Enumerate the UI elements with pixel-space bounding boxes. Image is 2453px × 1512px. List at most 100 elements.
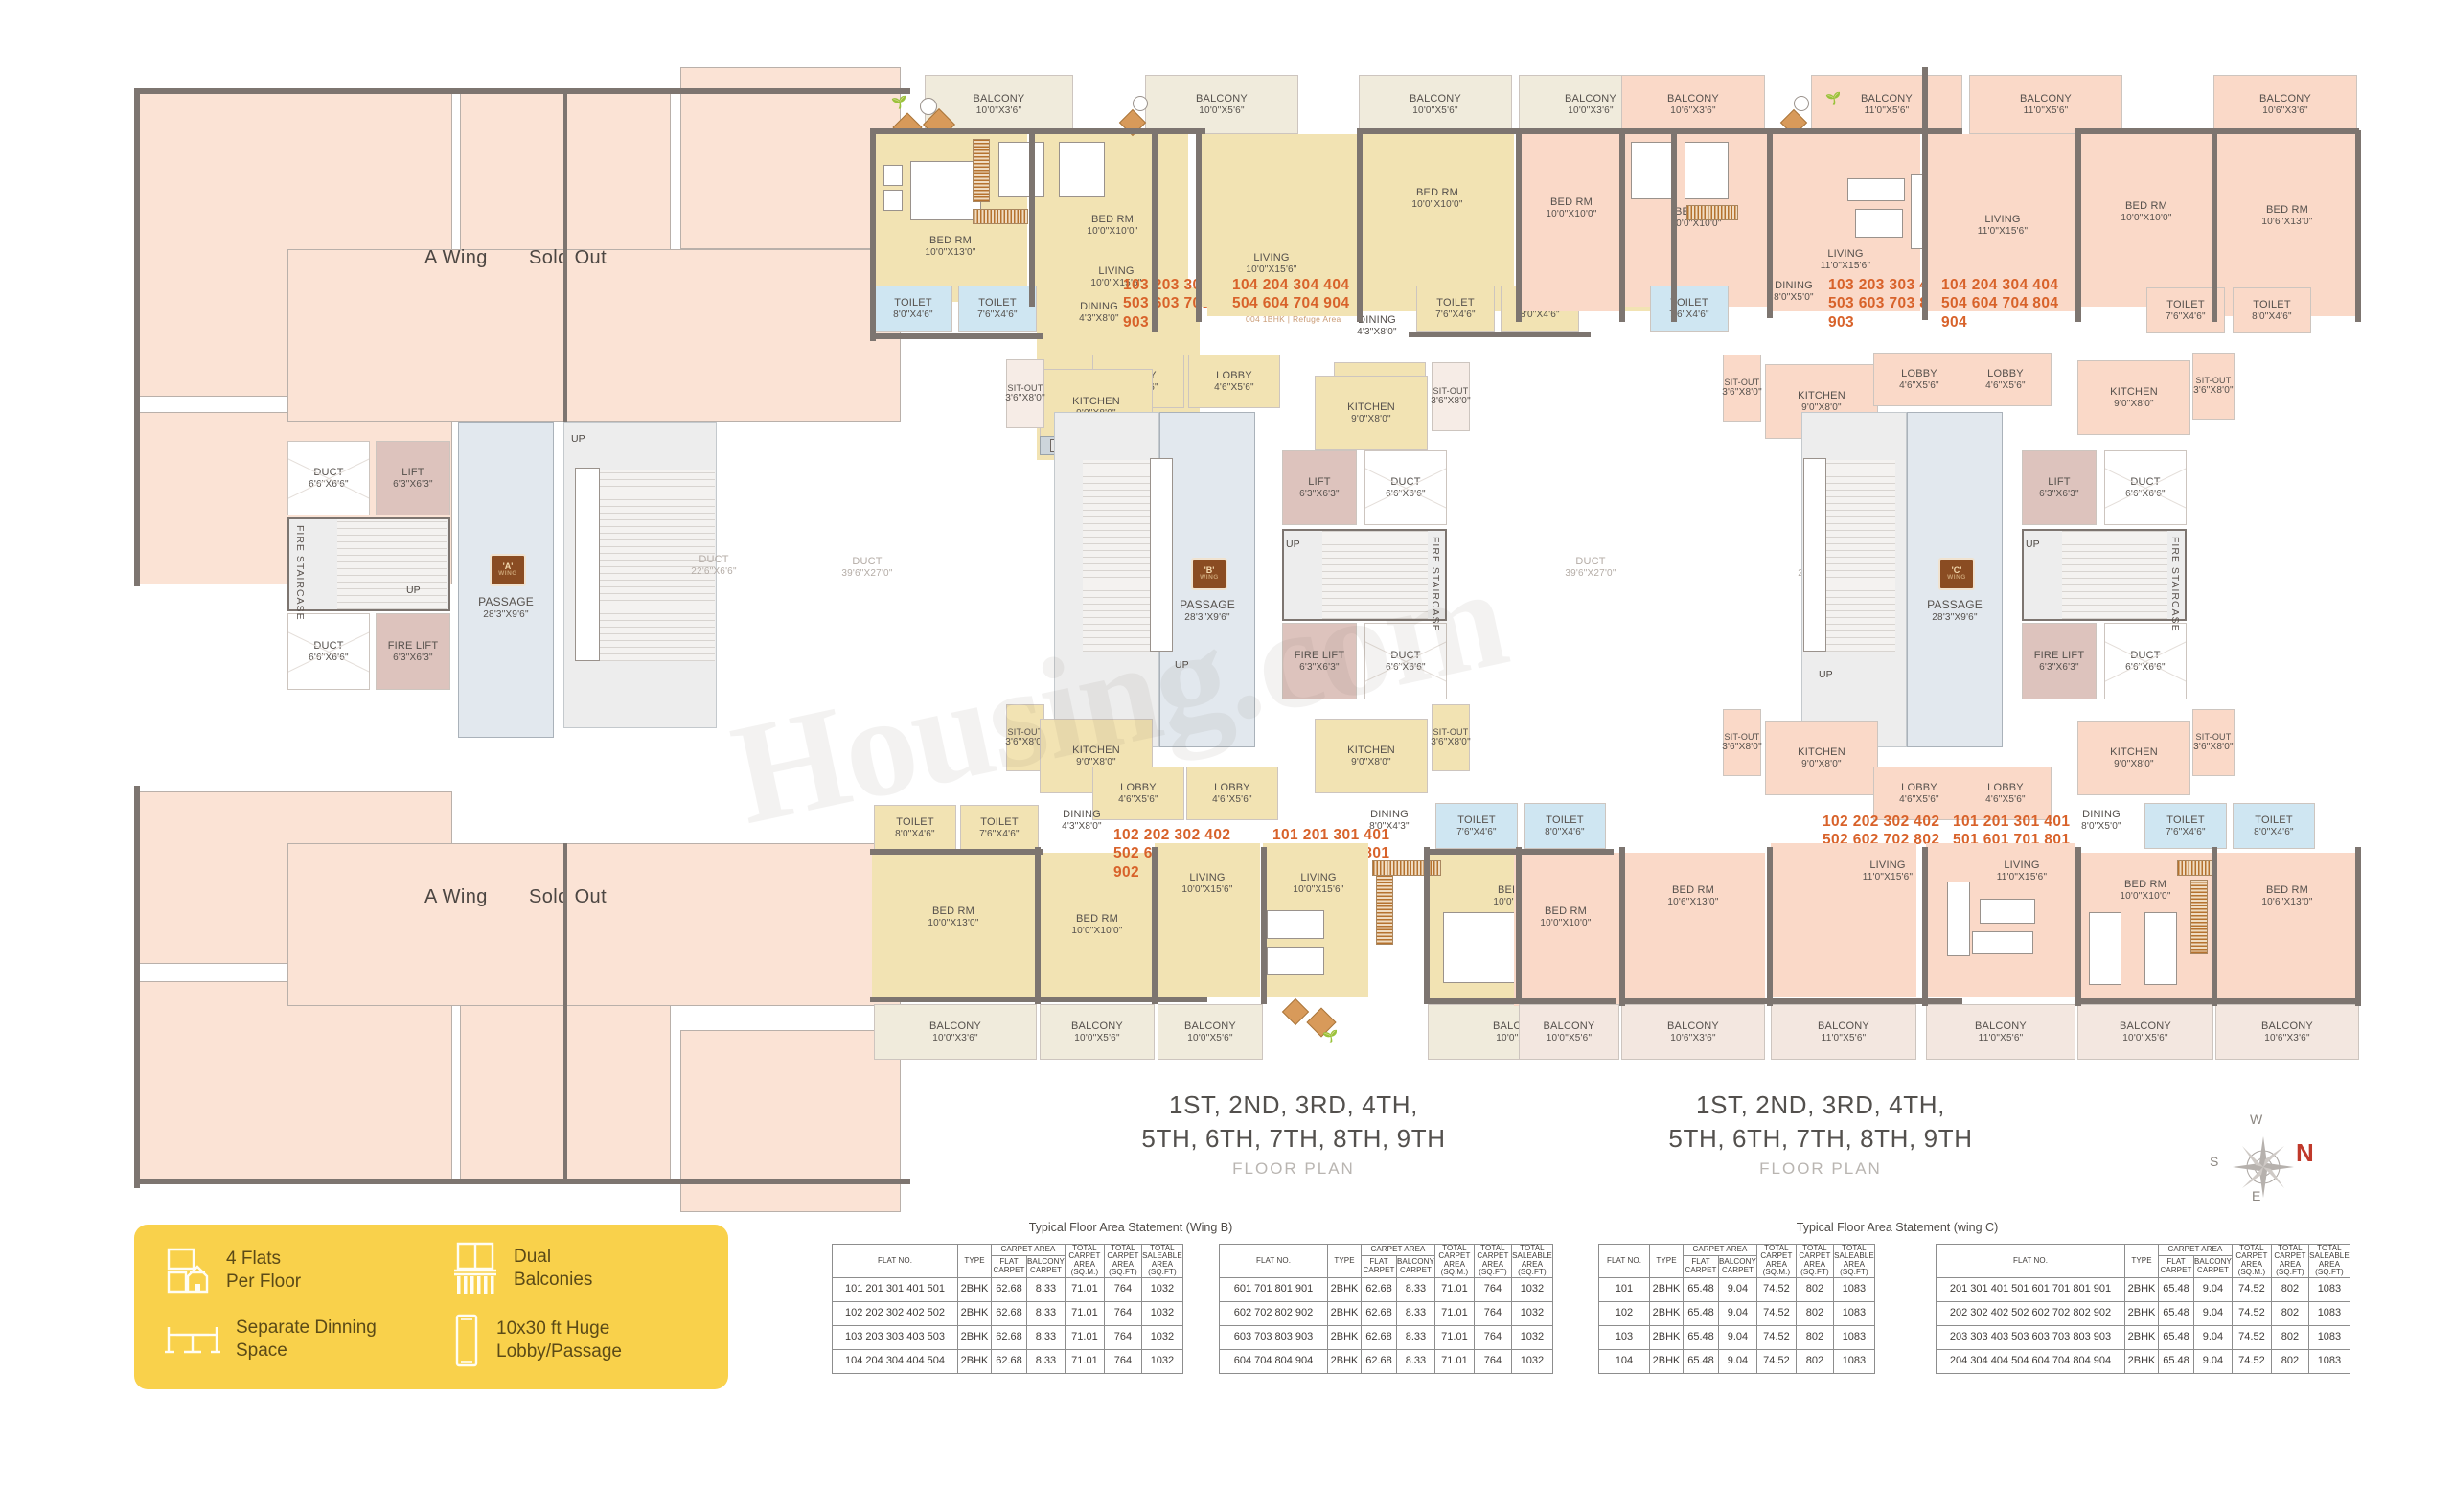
cell-total-saleable-sqft: 1032 [1140, 1300, 1183, 1326]
corridor-icon [455, 1314, 478, 1367]
bedroom-c101-b [2215, 853, 2359, 1006]
cell-type: 2BHK [957, 1324, 992, 1350]
fire-staircase-label: FIRE STAIRCASE [294, 525, 306, 621]
cell-total-saleable-sqft: 1032 [1510, 1324, 1553, 1350]
cell-flat-no: 103 [1598, 1324, 1650, 1350]
cell-flat-carpet: 65.48 [2158, 1300, 2194, 1326]
cell-flat-no: 201 301 401 501 601 701 801 901 [1936, 1276, 2125, 1302]
cell-flat-no: 603 703 803 903 [1219, 1324, 1328, 1350]
wing-badge-letter: 'A' [502, 561, 514, 571]
table-caption-c: Typical Floor Area Statement (wing C) [1796, 1221, 1999, 1234]
cell-total-saleable-sqft: 1032 [1140, 1348, 1183, 1374]
compass-star-icon [2233, 1136, 2294, 1198]
cell-total-carpet-sqm: 74.52 [2231, 1300, 2272, 1326]
th-carpet-area: CARPET AREA [2158, 1244, 2233, 1256]
floor-plan-title-b: 1ST, 2ND, 3RD, 4TH, 5TH, 6TH, 7TH, 8TH, … [1025, 1088, 1562, 1179]
cell-flat-carpet: 62.68 [991, 1276, 1027, 1302]
cell-flat-no: 204 304 404 504 604 704 804 904 [1936, 1348, 2125, 1374]
cell-total-carpet-sqft: 802 [1795, 1348, 1834, 1374]
wing-badge-letter: 'C' [1951, 564, 1962, 575]
title-line2: 5TH, 6TH, 7TH, 8TH, 9TH [1668, 1124, 1973, 1154]
cell-flat-carpet: 65.48 [1683, 1348, 1719, 1374]
feature-item-3: 10x30 ft Huge Lobby/Passage [450, 1313, 622, 1368]
fire-staircase-label-b: FIRE STAIRCASE [1430, 537, 1441, 632]
living-c104 [1926, 134, 2079, 311]
cell-type: 2BHK [2124, 1276, 2159, 1302]
cell-balcony-carpet: 9.04 [1718, 1276, 1757, 1302]
compass-south: S [2210, 1154, 2219, 1169]
up-label-a: UP [406, 584, 421, 596]
cell-total-carpet-sqft: 802 [2270, 1348, 2309, 1374]
table-caption-b: Typical Floor Area Statement (Wing B) [1028, 1221, 1233, 1234]
lift-dim: 6'3"X6'3" [393, 478, 433, 490]
lift-label: LIFT [401, 466, 424, 478]
cell-balcony-carpet: 8.33 [1026, 1300, 1066, 1326]
title-line2: 5TH, 6TH, 7TH, 8TH, 9TH [1141, 1124, 1446, 1154]
flat-number-b104: 104 204 304 404 504 604 704 904 [1232, 277, 1350, 312]
wing-badge-sub: WING [498, 570, 517, 578]
flat-number-c104: 104 204 304 404 504 604 704 804 904 [1941, 277, 2059, 331]
cell-total-carpet-sqm: 71.01 [1433, 1276, 1475, 1302]
cell-total-saleable-sqft: 1083 [2307, 1324, 2350, 1350]
cell-total-saleable-sqft: 1083 [1832, 1324, 1875, 1350]
cell-flat-carpet: 62.68 [991, 1324, 1027, 1350]
cell-total-carpet-sqft: 764 [1103, 1276, 1142, 1302]
passage-label: PASSAGE [1927, 598, 1983, 612]
fire-lift-dim: 6'3"X6'3" [393, 652, 433, 663]
feature-text-2: Separate Dinning Space [236, 1317, 377, 1361]
cell-flat-no: 101 201 301 401 501 [832, 1276, 958, 1302]
cell-total-carpet-sqft: 764 [1103, 1324, 1142, 1350]
duct-a-bottom: DUCT 6'6"X6'6" [287, 613, 370, 690]
cell-flat-carpet: 65.48 [2158, 1276, 2194, 1302]
a-wing-flat-block [136, 981, 452, 1184]
feature-item-1: Dual Balconies [450, 1242, 592, 1295]
wing-badge-sub: WING [1947, 574, 1966, 582]
bedroom-c-far-left [1519, 134, 1624, 311]
refuge-area-label-b104: 004 1BHK | Refuge Area [1246, 314, 1341, 324]
th-type: TYPE [1327, 1244, 1362, 1278]
cell-total-carpet-sqft: 764 [1103, 1300, 1142, 1326]
cell-total-saleable-sqft: 1032 [1510, 1276, 1553, 1302]
a-wing-sold-out-top: Sold Out [529, 247, 608, 268]
cell-total-carpet-sqft: 802 [2270, 1300, 2309, 1326]
cell-total-carpet-sqft: 764 [1473, 1300, 1512, 1326]
cell-flat-no: 102 202 302 402 502 [832, 1300, 958, 1326]
cell-flat-carpet: 62.68 [991, 1348, 1027, 1374]
cell-total-carpet-sqft: 764 [1473, 1324, 1512, 1350]
feature-item-2: Separate Dinning Space [163, 1317, 377, 1363]
passage-a-text: PASSAGE 28'3"X9'6" [458, 589, 554, 628]
